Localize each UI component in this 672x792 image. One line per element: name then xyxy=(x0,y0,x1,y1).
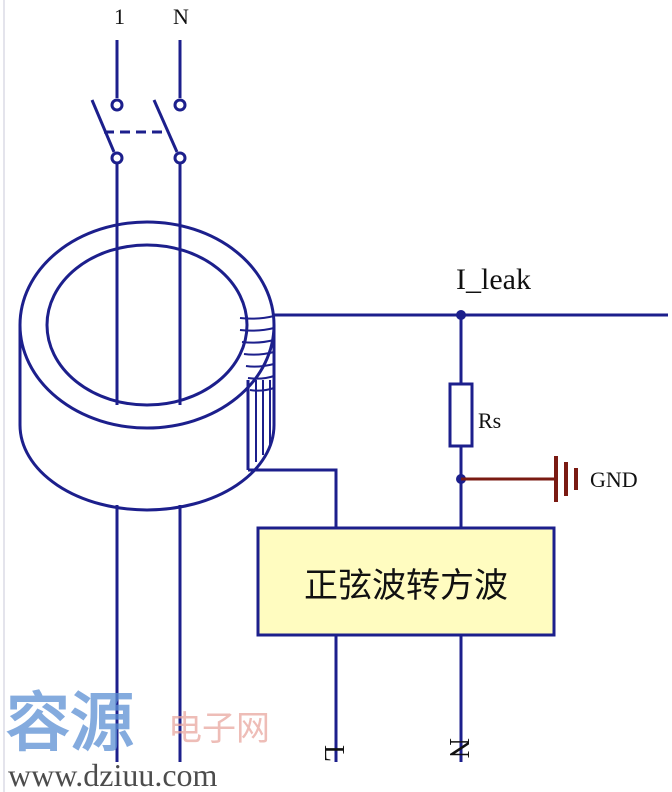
watermark: 容源 电子网 www.dziuu.com xyxy=(6,687,270,792)
label-line-1: 1 xyxy=(114,4,125,29)
i-leak-label: I_leak xyxy=(456,263,531,296)
watermark-url: www.dziuu.com xyxy=(8,757,218,792)
sine-to-square-converter xyxy=(256,526,556,637)
winding-lead-2 xyxy=(248,468,338,528)
neutral-wire xyxy=(152,40,187,405)
output-n-label: N xyxy=(443,738,474,758)
toroid-core xyxy=(18,220,276,512)
converter-label: 正弦波转方波 xyxy=(304,566,508,606)
watermark-brand: 容源 xyxy=(6,687,134,761)
ground-symbol xyxy=(461,456,578,502)
output-l-label: L xyxy=(318,745,349,762)
secondary-winding xyxy=(239,315,275,470)
resistor-label: Rs xyxy=(478,408,501,433)
watermark-site: 电子网 xyxy=(168,709,270,749)
line-1-wire xyxy=(90,40,124,405)
ground-label: GND xyxy=(590,467,638,492)
label-neutral-top: N xyxy=(173,4,189,29)
resistor-rs xyxy=(448,382,474,448)
